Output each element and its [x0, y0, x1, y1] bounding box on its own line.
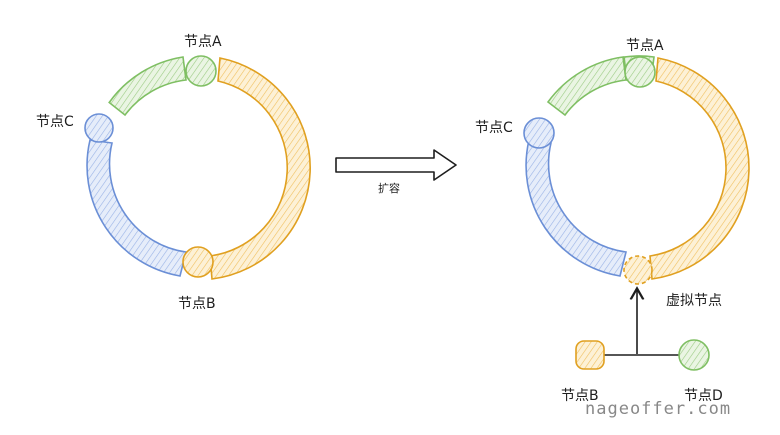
right-node-d-label: 节点D — [684, 388, 723, 404]
left-node-b-circle — [182, 246, 214, 278]
right-node-b-label: 节点B — [561, 388, 599, 404]
right-node-a-circle — [624, 56, 656, 88]
left-node-a-label: 节点A — [184, 34, 222, 50]
right-node-d-circle — [678, 339, 710, 371]
right-node-b-box — [575, 340, 605, 370]
left-arc-blue — [86, 139, 187, 277]
right-node-a-label: 节点A — [626, 38, 664, 54]
right-arc-blue — [525, 139, 627, 277]
arrow-label: 扩容 — [378, 181, 400, 195]
right-node-c-circle — [523, 117, 555, 149]
arrow-body — [335, 149, 457, 181]
right-arc-green — [546, 56, 627, 117]
right-ring: 节点A 节点C 虚拟节点 节点B 节点D — [475, 38, 750, 404]
left-node-c-label: 节点C — [36, 114, 74, 130]
watermark: nageoffer.com — [585, 399, 731, 419]
right-node-c-label: 节点C — [475, 120, 513, 136]
left-node-c-circle — [84, 113, 114, 143]
left-node-b-label: 节点B — [178, 296, 216, 312]
virtual-node-label: 虚拟节点 — [666, 293, 722, 309]
left-arc-orange — [209, 57, 311, 280]
left-node-a-circle — [185, 55, 217, 87]
left-ring: 节点A 节点B 节点C — [36, 34, 311, 312]
right-arc-orange — [649, 57, 750, 280]
left-arc-green — [108, 56, 187, 117]
virtual-node-circle — [623, 255, 653, 285]
scale-out-arrow: 扩容 — [335, 149, 457, 195]
